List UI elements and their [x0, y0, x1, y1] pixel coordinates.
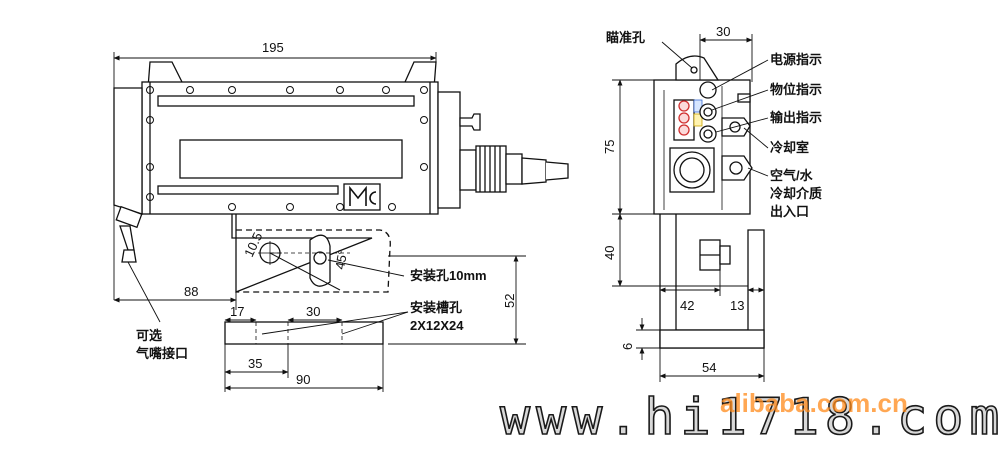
upper-slot [157, 95, 415, 107]
dim-front-base-width: 54 [702, 360, 716, 375]
front-view [653, 55, 765, 349]
watermark: www.hi1718.com alibaba.com.cn [499, 387, 1004, 447]
dim-base-width: 90 [296, 372, 310, 387]
front-nose [437, 91, 461, 209]
label-output-ind: 输出指示 [770, 110, 822, 125]
middle-window [179, 139, 403, 179]
label-air-water: 空气/水 [770, 168, 814, 183]
front-bracket [659, 214, 765, 349]
label-power-ind: 电源指示 [770, 52, 822, 67]
side-view [113, 61, 569, 345]
side-dimensions [113, 52, 526, 392]
watermark-brand: alibaba.com.cn [720, 388, 908, 418]
bracket-plate [236, 229, 391, 293]
dim-front-height-lower: 40 [602, 246, 617, 260]
base-plate [224, 321, 384, 345]
dim-base-thick: 6 [620, 343, 635, 350]
mount-bracket [231, 214, 373, 293]
body-screws [146, 86, 428, 211]
rear-cap [113, 87, 143, 215]
label-cooling-chamber: 冷却室 [770, 140, 809, 155]
dim-slot-offset: 17 [230, 304, 244, 319]
dim-height: 52 [502, 294, 517, 308]
air-nozzle [459, 113, 481, 131]
dim-front-width: 30 [716, 24, 730, 39]
label-mount-slot-size: 2X12X24 [410, 318, 464, 333]
dim-length: 195 [262, 40, 284, 55]
front-texts: 30 75 40 42 13 6 54 瞄准孔 电源指示 物位指示 输出指示 冷… [602, 24, 822, 375]
dim-front-offset: 42 [680, 298, 694, 313]
aim-hole [690, 66, 698, 74]
sensor-body [141, 81, 439, 215]
dim-slot-spacing: 30 [306, 304, 320, 319]
label-aim-hole: 瞄准孔 [606, 30, 645, 45]
watermark-site: www.hi1718.com [500, 388, 1004, 446]
front-dimensions [612, 34, 769, 382]
side-texts: 195 88 10.5 45° 52 17 30 35 90 安装孔10mm 安… [136, 40, 517, 387]
label-optional: 可选 [136, 328, 162, 343]
label-inlet-outlet: 出入口 [770, 204, 809, 219]
dim-hole-offset: 35 [248, 356, 262, 371]
lower-slot [157, 185, 339, 195]
dim-bracket-thick: 13 [730, 298, 744, 313]
power-indicator [699, 81, 717, 99]
dim-angle: 45° [332, 249, 350, 271]
cable-connector [459, 145, 569, 193]
label-mount-slot: 安装槽孔 [410, 300, 462, 315]
label-nozzle-port: 气嘴接口 [136, 346, 188, 361]
label-object-ind: 物位指示 [770, 82, 822, 97]
label-mount-hole: 安装孔10mm [410, 268, 487, 283]
dim-front-height-upper: 75 [602, 140, 617, 154]
optional-nozzle [115, 205, 143, 263]
label-coolant-medium: 冷却介质 [770, 186, 822, 201]
dim-mount-offset: 88 [184, 284, 198, 299]
